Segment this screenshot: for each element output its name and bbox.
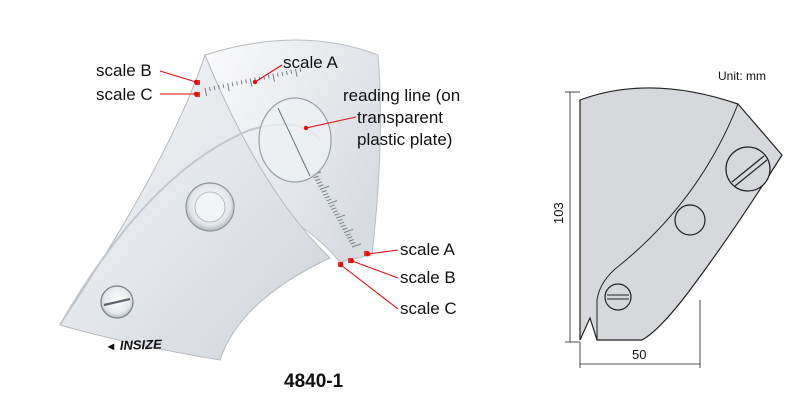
- dim-height-value: 103: [551, 202, 566, 224]
- scale-tick: [347, 236, 353, 239]
- drawing-screw-top-slot-2: [734, 159, 768, 187]
- scale-tick: [281, 71, 284, 76]
- scale-tick: [340, 224, 346, 228]
- scale-tick: [331, 207, 337, 211]
- scale-tick: [236, 81, 238, 86]
- scale-tick: [299, 67, 302, 73]
- label-reading-line-1: reading line (on: [343, 86, 460, 105]
- drawing-inner-arc: [596, 103, 739, 340]
- scale-tick: [324, 195, 330, 199]
- leader-scale-a-right: [367, 249, 399, 255]
- scale-tick: [332, 210, 338, 213]
- scale-tick: [342, 227, 348, 231]
- scale-tick: [323, 192, 329, 196]
- center-lens-inner: [194, 191, 226, 223]
- scale-tick: [335, 214, 346, 219]
- photo-callouts: scale B scale C scale A reading line (on…: [96, 53, 460, 318]
- scale-tick: [218, 85, 220, 90]
- scale-tick: [249, 78, 253, 87]
- leader-scale-a-top: [254, 64, 283, 83]
- brand-arrow-icon: ◂: [107, 339, 115, 353]
- scale-strip-top: [204, 67, 302, 97]
- scale-tick: [204, 87, 208, 97]
- scale-tick: [351, 243, 362, 248]
- scale-tick: [213, 85, 216, 91]
- scale-tick: [321, 190, 327, 193]
- label-scale-c-top: scale C: [96, 85, 153, 104]
- dim-width-value: 50: [632, 347, 646, 362]
- gauge-photo: INSIZE ◂: [59, 39, 381, 361]
- scale-tick: [350, 241, 356, 245]
- scale-tick: [276, 72, 279, 77]
- scale-tick: [327, 200, 338, 205]
- scale-tick: [326, 198, 332, 202]
- scale-tick: [348, 239, 354, 242]
- label-scale-c-right: scale C: [400, 299, 457, 318]
- scale-tick: [209, 86, 211, 92]
- scale-tick: [337, 218, 343, 222]
- scale-tick: [294, 68, 298, 78]
- leader-reading-line: [305, 116, 357, 129]
- leader-scale-b-right: [351, 260, 399, 279]
- label-scale-a-right: scale A: [400, 240, 455, 259]
- unit-label: Unit: mm: [718, 69, 766, 83]
- leader-scale-c-right: [340, 264, 399, 310]
- drawing-hole-middle: [674, 204, 706, 236]
- scale-tick: [345, 233, 351, 236]
- scale-tick: [240, 80, 243, 85]
- scale-tick: [339, 221, 345, 225]
- scale-tick: [319, 185, 330, 190]
- label-reading-line-2: transparent: [357, 108, 443, 127]
- drawing-screw-top-slot: [731, 155, 765, 183]
- scale-tick: [231, 82, 234, 87]
- label-scale-a-top: scale A: [283, 53, 338, 72]
- scale-tick: [227, 83, 230, 92]
- scale-tick: [318, 184, 324, 187]
- technical-drawing: Unit: mm 103 50: [551, 69, 783, 368]
- scale-tick: [313, 175, 319, 179]
- model-number: 4840-1: [284, 371, 344, 392]
- scale-tick: [222, 84, 225, 89]
- scale-tick: [329, 204, 335, 208]
- scale-tick: [267, 74, 270, 79]
- drawing-screw-bottom-icon: [604, 283, 632, 311]
- label-scale-b-top: scale B: [96, 61, 152, 80]
- scale-strip-right: [311, 171, 362, 248]
- reading-line-mark: [277, 107, 311, 177]
- scale-tick: [272, 73, 275, 82]
- reading-plate: [258, 97, 332, 183]
- scale-tick: [315, 178, 321, 182]
- label-scale-b-right: scale B: [400, 268, 456, 287]
- leader-scale-b-top: [159, 70, 197, 83]
- screw-slot: [103, 297, 131, 307]
- scale-tick: [316, 181, 322, 185]
- scale-tick: [285, 70, 288, 75]
- scale-tick: [343, 228, 354, 234]
- label-reading-line-3: plastic plate): [357, 130, 452, 149]
- scale-tick: [334, 213, 340, 216]
- brand-logo: INSIZE: [120, 337, 163, 353]
- scale-tick: [245, 79, 248, 84]
- scale-tick: [290, 69, 293, 75]
